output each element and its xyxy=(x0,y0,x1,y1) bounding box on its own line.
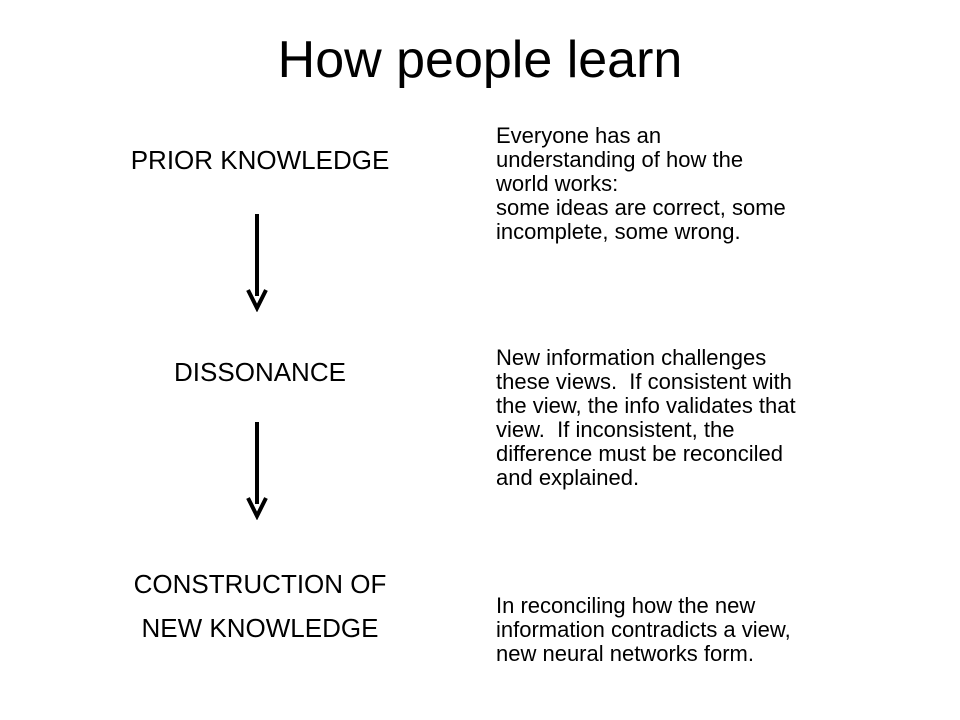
stage-label-line-2: NEW KNOWLEDGE xyxy=(141,613,379,643)
down-arrow-icon xyxy=(246,214,268,312)
description-line: understanding of how the xyxy=(496,147,744,172)
description-line: In reconciling how the new xyxy=(496,593,756,618)
stage-construction: CONSTRUCTION OF NEW KNOWLEDGE xyxy=(90,562,430,650)
description-line: incomplete, some wrong. xyxy=(496,219,741,244)
description-line: difference must be reconciled xyxy=(496,441,783,466)
description-line: the view, the info validates that xyxy=(496,393,796,418)
stage-label: PRIOR KNOWLEDGE xyxy=(130,145,390,175)
description-line: Everyone has an xyxy=(496,123,662,148)
stage-label-line-1: CONSTRUCTION OF xyxy=(133,569,387,599)
description-prior-knowledge: Everyone has an understanding of how the… xyxy=(496,124,936,244)
description-line: some ideas are correct, some xyxy=(496,195,786,220)
stage-prior-knowledge: PRIOR KNOWLEDGE xyxy=(90,138,430,182)
description-line: and explained. xyxy=(496,465,640,490)
description-line: world works: xyxy=(496,171,619,196)
stage-label: DISSONANCE xyxy=(174,357,346,387)
description-line: new neural networks form. xyxy=(496,641,754,666)
description-line: view. If inconsistent, the xyxy=(496,417,735,442)
slide-title: How people learn xyxy=(277,31,683,89)
stage-dissonance: DISSONANCE xyxy=(90,350,430,394)
description-construction: In reconciling how the new information c… xyxy=(496,594,936,666)
description-line: information contradicts a view, xyxy=(496,617,791,642)
description-line: these views. If consistent with xyxy=(496,369,792,394)
description-dissonance: New information challenges these views. … xyxy=(496,346,936,490)
description-line: New information challenges xyxy=(496,345,767,370)
down-arrow-icon xyxy=(246,422,268,520)
